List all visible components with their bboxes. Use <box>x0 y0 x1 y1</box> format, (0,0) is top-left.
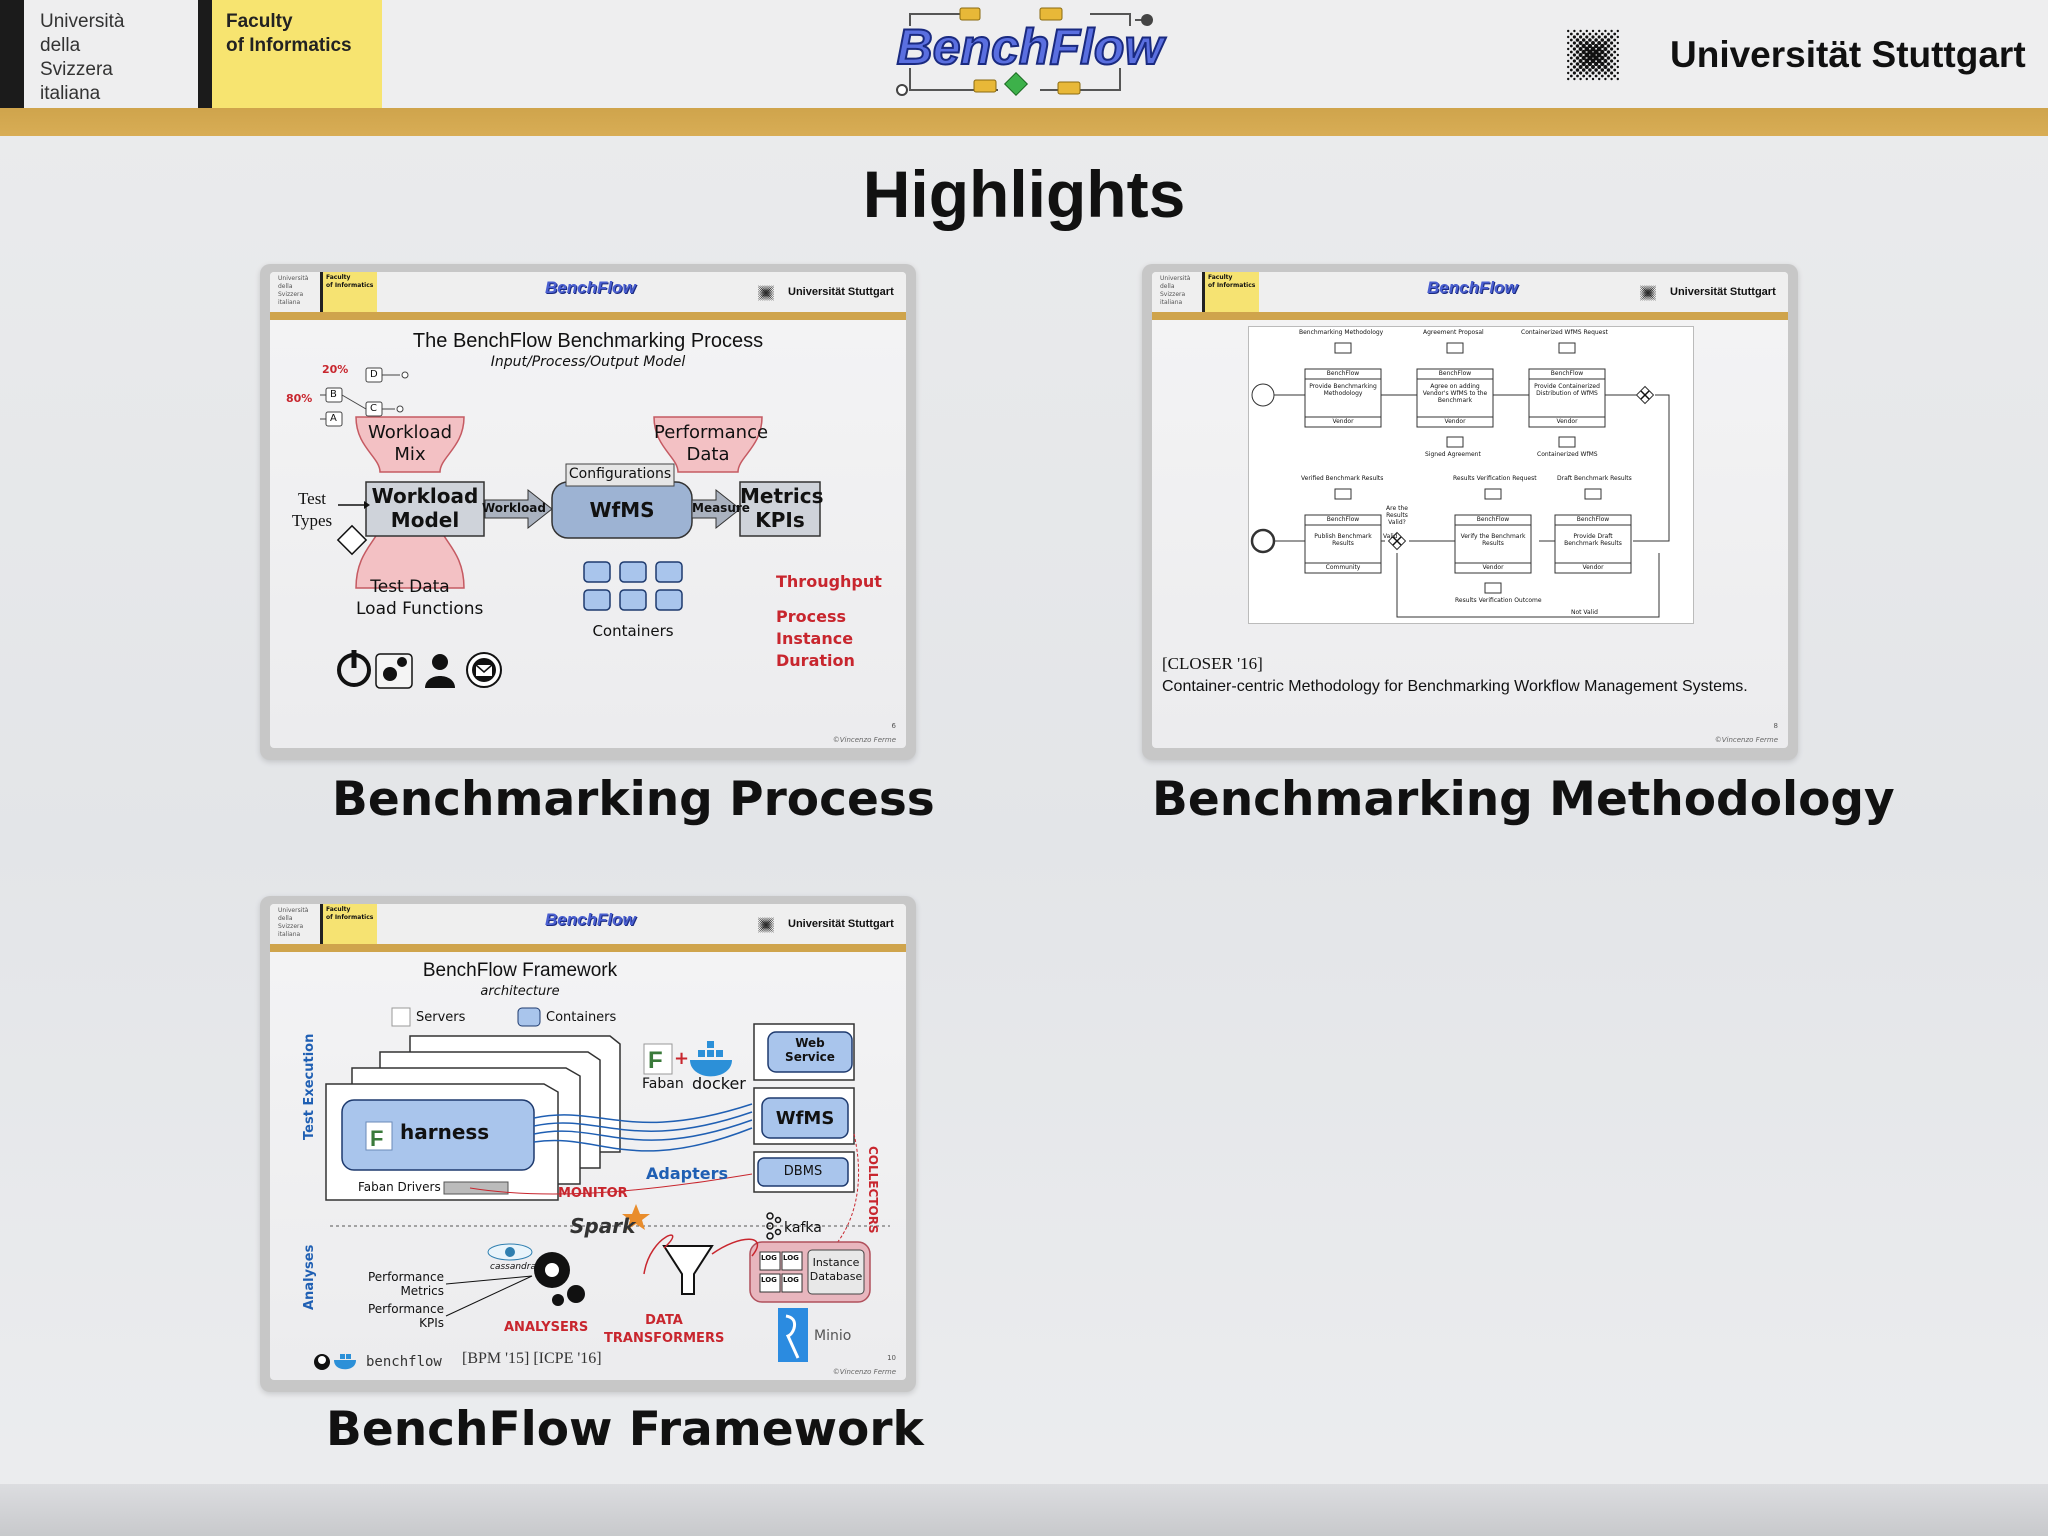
workload-arrow-label: Workload <box>482 501 546 515</box>
mini-stuttgart-logo-icon <box>1640 285 1656 301</box>
faban-label: Faban <box>642 1076 684 1092</box>
citation: [CLOSER '16] <box>1162 654 1263 673</box>
power-icon <box>337 650 371 687</box>
measure-arrow-label: Measure <box>692 501 750 515</box>
slide-subheading: architecture <box>480 984 560 999</box>
mini-benchflow-logo: BenchFlow <box>1427 278 1518 297</box>
header-gold-bar <box>0 108 2048 136</box>
mini-benchflow-logo: BenchFlow <box>545 278 636 297</box>
throughput-label: Throughput <box>776 572 882 591</box>
stuttgart-name: Universität Stuttgart <box>1670 34 2026 75</box>
caption-benchflow-framework: BenchFlow Framework <box>326 1402 924 1457</box>
test-execution-label: Test Execution <box>302 1033 317 1140</box>
process-diagram <box>320 367 821 689</box>
github-link[interactable]: benchflow <box>366 1354 442 1370</box>
citations: [BPM '15] [ICPE '16] <box>462 1350 602 1367</box>
svg-text:+: + <box>674 1048 689 1069</box>
stuttgart-logo-icon <box>1567 29 1619 81</box>
header-separator <box>198 0 212 108</box>
page-title: Highlights <box>862 157 1186 231</box>
wfms-label: WfMS <box>589 498 655 522</box>
slide-heading: BenchFlow Framework <box>422 960 618 981</box>
email-icon <box>466 652 502 688</box>
docker-footer-icon <box>334 1354 356 1370</box>
legend-containers: Containers <box>546 1010 617 1025</box>
kafka-label: kafka <box>784 1220 822 1236</box>
dbms-label: DBMS <box>783 1164 823 1179</box>
analyses-label: Analyses <box>302 1244 317 1310</box>
slide-subheading: Input/Process/Output Model <box>490 354 686 370</box>
wfms-label: WfMS <box>775 1108 835 1129</box>
gear-icon <box>534 1252 585 1306</box>
adapters-label: Adapters <box>646 1164 728 1183</box>
bottom-fade <box>0 1484 2048 1536</box>
slide-heading: The BenchFlow Benchmarking Process <box>412 330 764 352</box>
mix-pct-20: 20% <box>322 363 349 376</box>
paper-title: Container-centric Methodology for Benchm… <box>1162 678 1748 695</box>
benchflow-logo-text: BenchFlow <box>897 19 1167 75</box>
user-icon <box>425 654 455 688</box>
configurations-label: Configurations <box>568 466 672 482</box>
legend-servers: Servers <box>416 1010 466 1025</box>
caption-benchmarking-methodology: Benchmarking Methodology <box>1152 772 1895 827</box>
mini-benchflow-logo: BenchFlow <box>545 910 636 929</box>
docker-label: docker <box>692 1074 746 1093</box>
spark-label: Spark <box>570 1214 636 1238</box>
docker-icon <box>690 1041 732 1077</box>
slide-header: Università della Svizzera italiana Facul… <box>0 0 2048 108</box>
caption-benchmarking-process: Benchmarking Process <box>332 772 935 827</box>
faculty-name: Faculty of Informatics <box>226 11 352 56</box>
svg-text:F: F <box>370 1126 383 1151</box>
cassandra-label: cassandra <box>490 1262 536 1272</box>
gear-icon <box>375 653 413 689</box>
framework-diagram: F + F <box>314 1007 890 1370</box>
header-left-bar <box>0 0 24 108</box>
bpmn-diagram: Benchmarking Methodology Agreement Propo… <box>1248 326 1694 624</box>
faban-drivers-label: Faban Drivers <box>358 1180 441 1194</box>
collectors-label: COLLECTORS <box>866 1146 880 1234</box>
analysers-label: ANALYSERS <box>504 1320 589 1335</box>
mix-pct-80: 80% <box>286 392 313 405</box>
harness-label: harness <box>400 1120 490 1144</box>
svg-text:F: F <box>648 1047 663 1074</box>
minio-label: Minio <box>814 1328 852 1344</box>
benchflow-logo: BenchFlow <box>896 7 1167 97</box>
github-icon <box>314 1354 330 1370</box>
kafka-icon <box>766 1212 782 1240</box>
containers-label: Containers <box>592 622 674 640</box>
monitor-label: MONITOR <box>558 1186 628 1201</box>
usi-name: Università della Svizzera italiana <box>40 11 125 104</box>
faculty-block <box>212 0 382 108</box>
